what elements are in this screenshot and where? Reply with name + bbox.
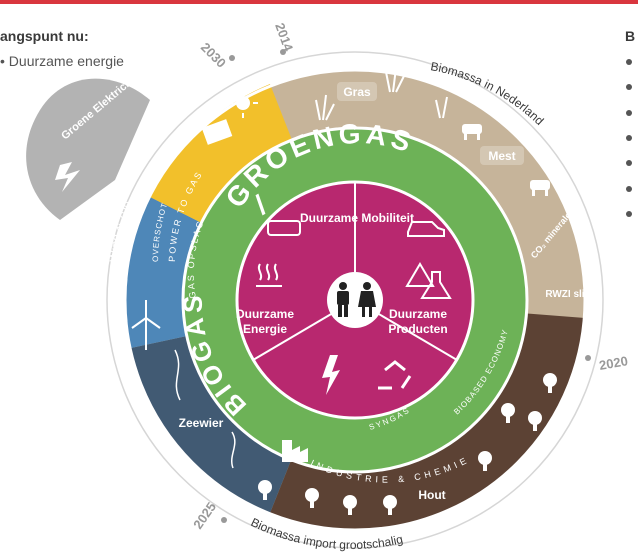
grass-icon: [315, 67, 448, 121]
seaweed-icon: [174, 349, 236, 469]
car-icon: [407, 221, 445, 237]
year-2014: 2014: [272, 21, 296, 54]
right-heading: B: [625, 28, 636, 44]
bus-icon: [267, 220, 301, 236]
right-bullet: [626, 211, 632, 217]
mest-badge: [480, 146, 524, 165]
gras-badge: [337, 82, 377, 101]
heat-icon: [256, 263, 282, 287]
groene-elektriciteit-badge: [26, 78, 150, 220]
right-bullet: [626, 186, 632, 192]
windmill-icon: [131, 300, 161, 350]
mobiliteit-label-text: Duurzame Mobiliteit: [300, 211, 414, 225]
producten-label-line2: Producten: [388, 322, 447, 336]
people-icon: [337, 282, 376, 317]
recycle-icon: [378, 360, 412, 390]
zeewier-label: Zeewier: [179, 416, 224, 430]
lightning-icon: [55, 162, 80, 192]
outer-border: [123, 68, 587, 532]
recycle-icon-outline: [405, 262, 435, 287]
flask-icon: [420, 271, 452, 299]
right-bullet: [626, 160, 632, 166]
mobiliteit-label: Duurzame Mobiliteit: [300, 211, 414, 225]
solar-panel-icon: [201, 119, 233, 145]
year-2020: 2020: [598, 353, 629, 373]
sun-icon: [228, 88, 258, 118]
lightning-bolt-icon: [322, 355, 340, 395]
mest-label: Mest: [488, 149, 515, 163]
left-subitem-text: Duurzame energie: [8, 53, 124, 69]
energie-label-line2: Energie: [243, 322, 287, 336]
year-dot: [229, 55, 235, 61]
factory-icon: [282, 440, 308, 462]
top-rule: [0, 0, 638, 4]
year-dot: [221, 517, 227, 523]
right-bullet: [626, 84, 632, 90]
right-bullet: [626, 59, 632, 65]
producten-label-line1: Duurzame: [389, 307, 447, 321]
hout-label: Hout: [418, 488, 445, 502]
timeline-ring: [106, 51, 604, 549]
gras-label: Gras: [343, 85, 371, 99]
tree-icon: [258, 373, 557, 515]
cow-icon: [462, 124, 550, 196]
right-bullet: [626, 110, 632, 116]
energie-label-line1: Duurzame: [236, 307, 294, 321]
year-2030: 2030: [198, 40, 229, 71]
rwzi-label: RWZI slib: [545, 289, 590, 300]
left-heading: angspunt nu:: [0, 28, 89, 44]
year-dot: [585, 355, 591, 361]
left-subitem: • Duurzame energie: [0, 53, 124, 69]
right-bullet: [626, 135, 632, 141]
year-dot: [280, 49, 286, 55]
